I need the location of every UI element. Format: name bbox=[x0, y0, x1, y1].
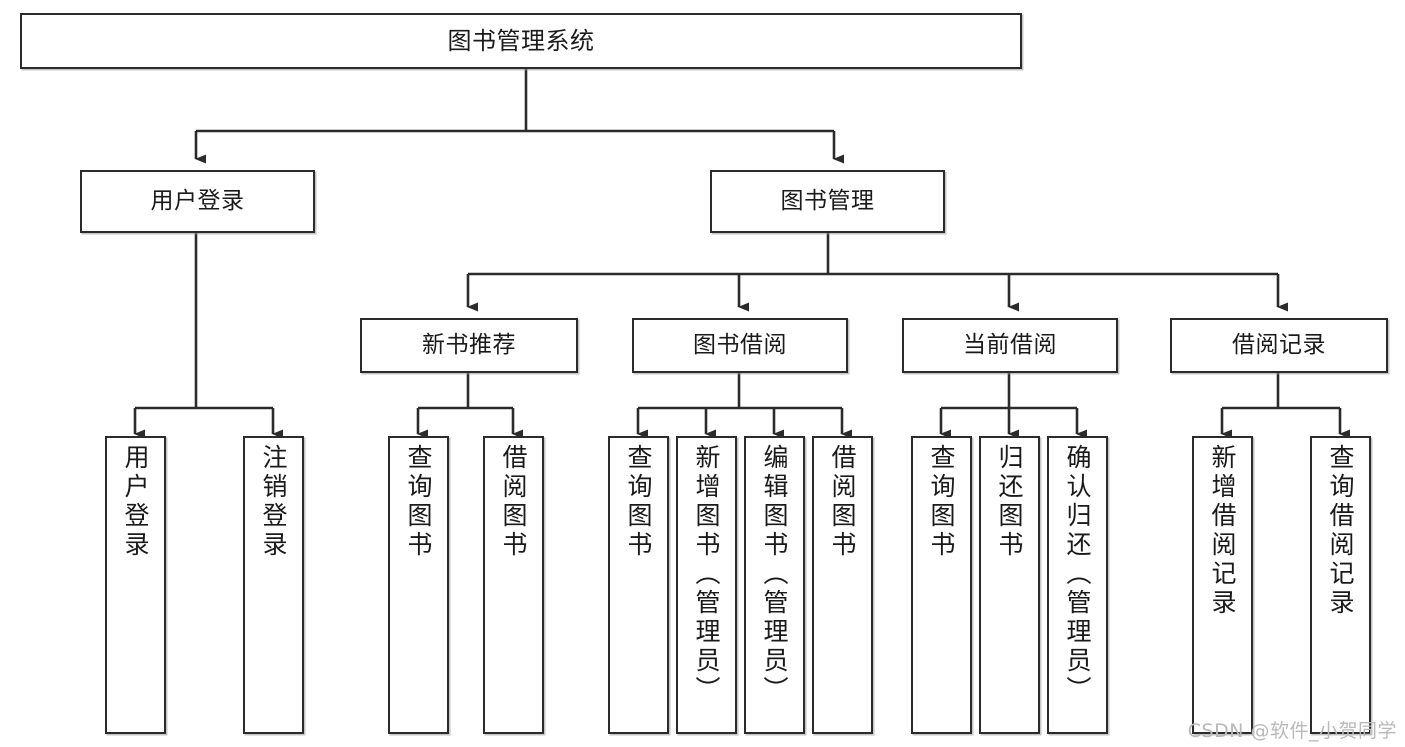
node-book-management[interactable]: 图书管理 bbox=[710, 170, 945, 233]
node-root-book-management-system[interactable]: 图书管理系统 bbox=[20, 13, 1022, 69]
node-current-borrow[interactable]: 当前借阅 bbox=[902, 318, 1118, 373]
node-label: 查询借阅记录 bbox=[1326, 444, 1355, 618]
leaf-current-borrow-query-book[interactable]: 查询图书 bbox=[911, 436, 972, 734]
node-borrow-record[interactable]: 借阅记录 bbox=[1170, 318, 1388, 373]
node-label: 借阅记录 bbox=[1232, 331, 1326, 358]
leaf-book-borrow-add-book-admin[interactable]: 新增图书（管理员） bbox=[676, 436, 737, 734]
node-label: 查询图书 bbox=[624, 444, 653, 560]
node-label: 图书借阅 bbox=[693, 331, 787, 358]
node-new-book-recommend[interactable]: 新书推荐 bbox=[360, 318, 578, 373]
leaf-book-borrow-edit-book-admin[interactable]: 编辑图书（管理员） bbox=[744, 436, 805, 734]
node-label: 归还图书 bbox=[995, 444, 1024, 560]
node-label: 查询图书 bbox=[404, 444, 433, 560]
leaf-book-borrow-borrow-book[interactable]: 借阅图书 bbox=[812, 436, 873, 734]
leaf-current-borrow-confirm-return-admin[interactable]: 确认归还（管理员） bbox=[1047, 436, 1108, 734]
node-label: 借阅图书 bbox=[499, 444, 528, 560]
leaf-current-borrow-return-book[interactable]: 归还图书 bbox=[979, 436, 1040, 734]
node-label: 确认归还（管理员） bbox=[1063, 444, 1092, 705]
leaf-user-login-login[interactable]: 用户登录 bbox=[105, 436, 166, 734]
node-book-borrow[interactable]: 图书借阅 bbox=[632, 318, 848, 373]
leaf-user-login-logout[interactable]: 注销登录 bbox=[243, 436, 304, 734]
node-label: 用户登录 bbox=[150, 187, 245, 214]
leaf-borrow-record-query-record[interactable]: 查询借阅记录 bbox=[1310, 436, 1371, 734]
node-label: 编辑图书（管理员） bbox=[760, 444, 789, 705]
leaf-new-book-borrow-book[interactable]: 借阅图书 bbox=[483, 436, 544, 734]
leaf-book-borrow-query-book[interactable]: 查询图书 bbox=[608, 436, 669, 734]
node-user-login[interactable]: 用户登录 bbox=[80, 170, 315, 233]
node-label: 新增借阅记录 bbox=[1208, 444, 1237, 618]
leaf-new-book-query-book[interactable]: 查询图书 bbox=[388, 436, 449, 734]
node-label: 当前借阅 bbox=[963, 331, 1057, 358]
node-label: 新增图书（管理员） bbox=[692, 444, 721, 705]
node-label: 新书推荐 bbox=[422, 331, 516, 358]
node-label: 图书管理系统 bbox=[447, 26, 595, 55]
node-label: 查询图书 bbox=[927, 444, 956, 560]
csdn-watermark: CSDN @软件_小贺同学 bbox=[1187, 720, 1397, 742]
node-label: 借阅图书 bbox=[828, 444, 857, 560]
node-label: 用户登录 bbox=[121, 444, 150, 560]
node-label: 图书管理 bbox=[780, 187, 875, 214]
leaf-borrow-record-add-record[interactable]: 新增借阅记录 bbox=[1192, 436, 1253, 734]
node-label: 注销登录 bbox=[259, 444, 288, 560]
